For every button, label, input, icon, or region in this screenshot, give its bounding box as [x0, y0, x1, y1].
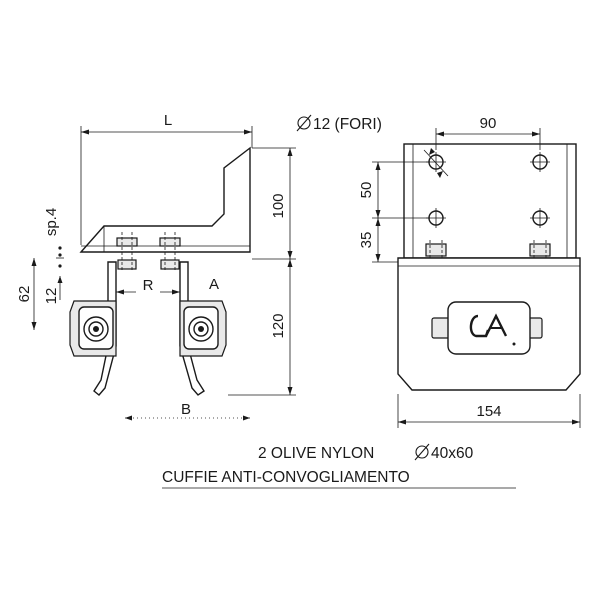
hole-top-right: [530, 152, 550, 172]
side-view: L: [16, 112, 296, 421]
dim-12-label: 12: [43, 288, 60, 305]
dimension-100-120: 100 120: [228, 147, 296, 396]
dim-62-label: 62: [16, 286, 33, 303]
upper-bracket: [79, 146, 251, 253]
dim-sp4-label: sp.4: [43, 208, 60, 236]
dim-l-label: L: [164, 112, 172, 129]
label-r: R: [143, 277, 154, 294]
right-roller: [179, 300, 227, 357]
dim-120-label: 120: [270, 313, 287, 338]
dimension-r: R: [116, 277, 180, 295]
hole-diameter-text: 12 (FORI): [313, 116, 382, 133]
dimension-62-12: 62 12 sp.4: [16, 208, 64, 330]
front-view: 12 (FORI) 90 50 35: [296, 114, 581, 428]
dimension-90: 90: [435, 115, 541, 150]
dim-90-label: 90: [480, 115, 497, 132]
dim-100-label: 100: [270, 193, 287, 218]
logo-icon: [469, 313, 508, 338]
label-a: A: [209, 276, 219, 293]
dimension-l: L: [80, 112, 253, 245]
dimension-b: B: [125, 401, 250, 421]
dim-35-label: 35: [358, 232, 375, 249]
hole-diameter-label: 12 (FORI): [296, 114, 382, 133]
dimension-50-35: 50 35: [358, 161, 430, 263]
plate-bolt-left: [116, 232, 138, 270]
left-arm: [93, 261, 117, 396]
dim-154-label: 154: [476, 403, 501, 420]
label-b: B: [181, 401, 191, 418]
roller-housing: [431, 301, 543, 355]
dimension-154: 154: [397, 394, 581, 428]
notes: 2 OLIVE NYLON 40x60 CUFFIE ANTI-CONVOGLI…: [162, 443, 516, 489]
left-roller: [69, 300, 117, 357]
note-line-2: CUFFIE ANTI-CONVOGLIAMENTO: [162, 469, 410, 486]
note-line-1-prefix: 2 OLIVE NYLON: [258, 445, 374, 462]
note-line-1-dim: 40x60: [431, 445, 474, 462]
diameter-icon: [414, 443, 430, 461]
plate-bolt-right: [159, 232, 181, 270]
right-arm: [179, 261, 205, 396]
dim-50-label: 50: [358, 182, 375, 199]
diameter-icon: [296, 114, 312, 132]
hole-bottom-right: [530, 208, 550, 228]
